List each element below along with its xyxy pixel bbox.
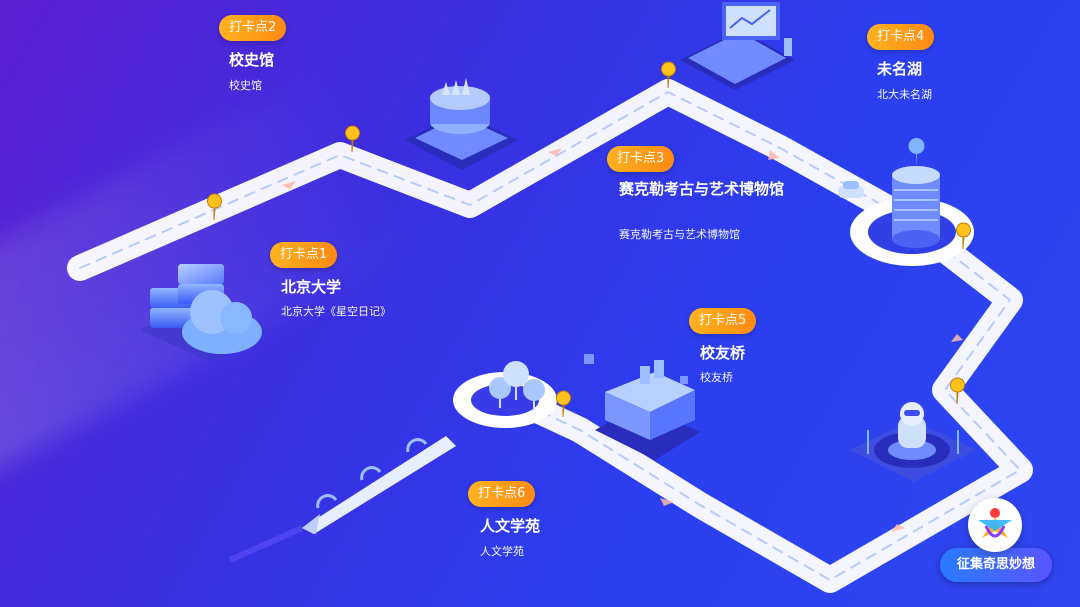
checkpoint-4-badge: 打卡点4: [867, 24, 935, 50]
checkpoint-3-badge: 打卡点3: [607, 146, 675, 172]
checkpoint-3-title: 赛克勒考古与艺术博物馆: [619, 180, 785, 198]
checkpoint-6-badge: 打卡点6: [468, 481, 536, 507]
checkpoint-1-subtitle: 北京大学《星空日记》: [281, 305, 391, 318]
car-icon: [838, 181, 864, 198]
checkpoint-2-subtitle: 校史馆: [229, 79, 262, 92]
checkpoint-5-badge: 打卡点5: [689, 308, 757, 334]
tree-cluster-icon: [489, 361, 545, 410]
server-cloud-icon: [140, 264, 270, 362]
route-road: [67, 79, 1033, 593]
checkpoint-6-subtitle: 人文学苑: [480, 545, 524, 558]
checkpoint-5-subtitle: 校友桥: [700, 371, 733, 384]
cylinder-tower-icon: [892, 138, 940, 248]
checkpoint-3-subtitle: 赛克勒考古与艺术博物馆: [619, 228, 740, 241]
star-logo-icon: [968, 498, 1022, 552]
checkpoint-2-badge: 打卡点2: [219, 15, 287, 41]
robot-pedestal-icon: [850, 402, 976, 482]
laptop-chart-icon: [680, 2, 795, 90]
checkpoint-6-title: 人文学苑: [480, 517, 541, 535]
checkpoint-1-badge: 打卡点1: [270, 242, 338, 268]
map-pin-icon: [207, 61, 971, 418]
factory-building-icon: [584, 354, 700, 460]
checkpoint-4-title: 未名湖: [877, 60, 923, 78]
checkpoint-2-title: 校史馆: [229, 51, 275, 69]
logo-label[interactable]: 征集奇思妙想: [940, 548, 1052, 582]
checkpoint-1-title: 北京大学: [281, 278, 342, 296]
checkpoint-4-subtitle: 北大未名湖: [877, 88, 932, 101]
train-icon: [228, 436, 456, 563]
cake-building-icon: [405, 78, 518, 170]
checkpoint-5-title: 校友桥: [700, 344, 746, 362]
road-arrows: [282, 148, 963, 532]
